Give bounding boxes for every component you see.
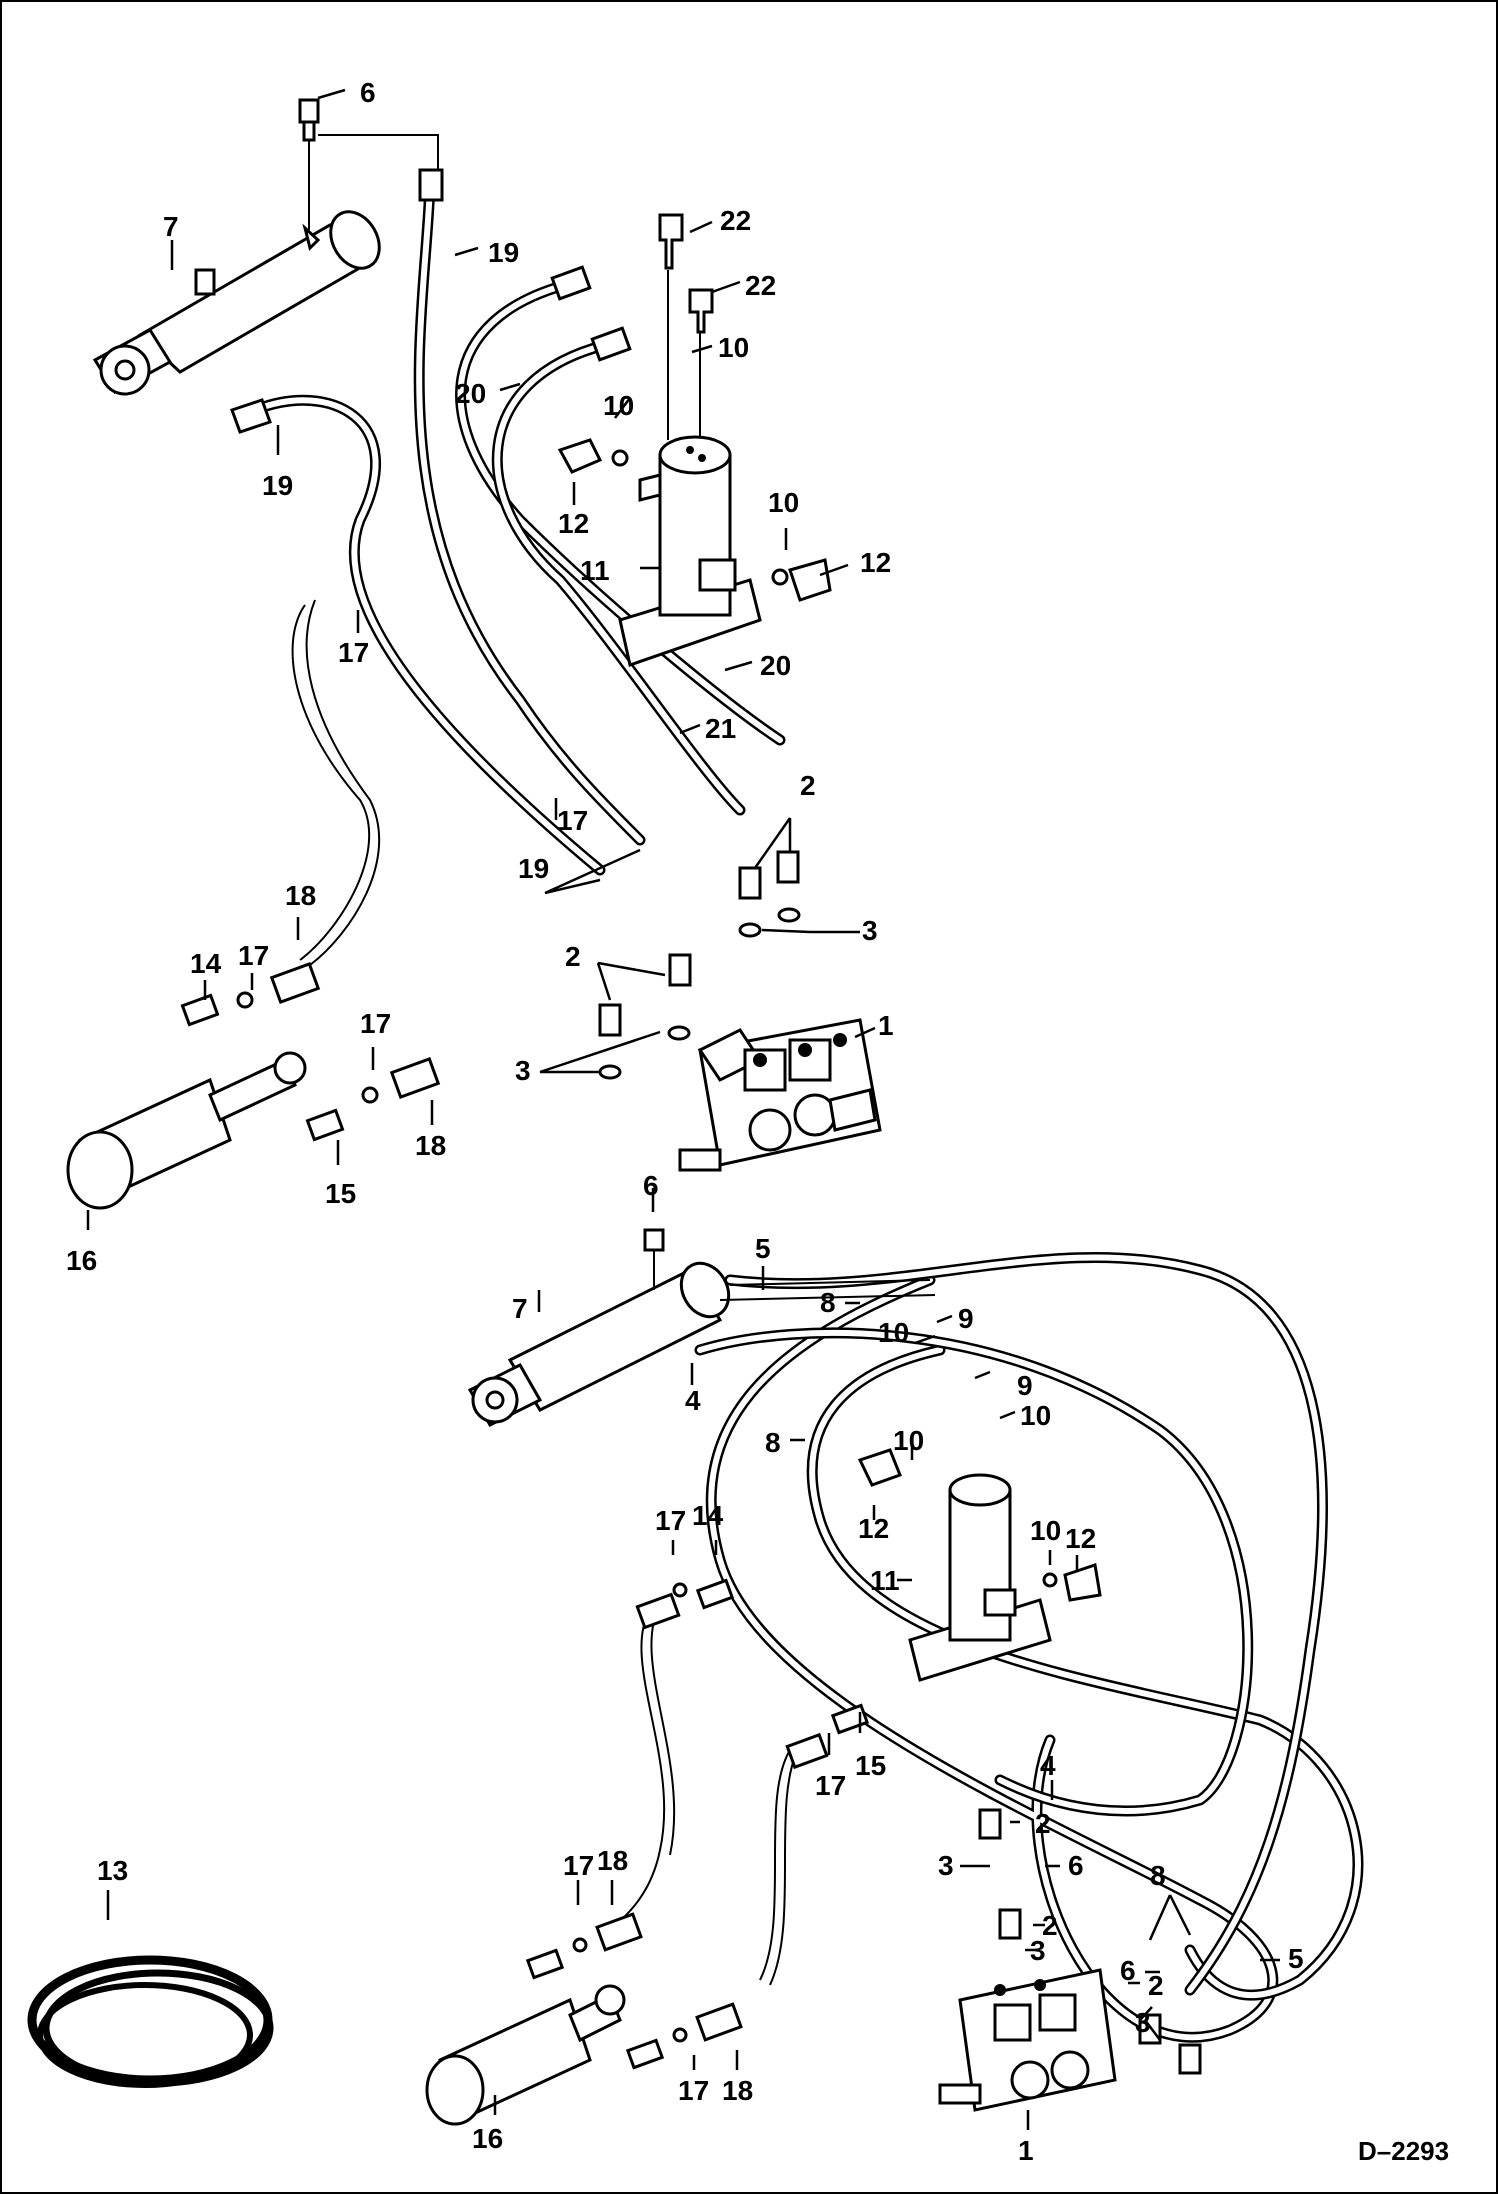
hose-19-short (230, 394, 606, 876)
callout-14: 14 (190, 948, 222, 979)
callout-4: 4 (685, 1385, 701, 1416)
callout-10: 10 (893, 1425, 924, 1456)
callout-3: 3 (1135, 2007, 1151, 2038)
fittings-2-lower (978, 1808, 1202, 2075)
callout-3: 3 (515, 1055, 531, 1086)
callout-20: 20 (760, 650, 791, 681)
fittings-lower-left-lower (525, 1578, 870, 2070)
cylinder-16-upper (66, 1051, 307, 1210)
callout-2: 2 (1148, 1970, 1164, 2001)
fittings-lower-left-upper (180, 962, 441, 1142)
callout-16: 16 (66, 1245, 97, 1276)
callout-5: 5 (1288, 1943, 1304, 1974)
callout-labels: 6 7 19 19 22 22 10 20 10 12 10 12 11 17 … (66, 77, 1304, 2166)
drawing-code: D–2293 (1358, 2136, 1449, 2166)
callout-14: 14 (692, 1500, 724, 1531)
control-valve-1-upper (678, 1018, 882, 1172)
fitting-6-lower (643, 1228, 665, 1290)
hose-19-long (413, 168, 646, 846)
callout-5: 5 (755, 1233, 771, 1264)
callout-9: 9 (958, 1303, 974, 1334)
callout-11: 11 (870, 1565, 900, 1596)
callout-3: 3 (862, 915, 878, 946)
hose-8-loops (705, 1274, 1364, 2043)
callout-17: 17 (338, 637, 369, 668)
callout-20: 20 (455, 378, 486, 409)
callout-10: 10 (768, 487, 799, 518)
callout-19: 19 (262, 470, 293, 501)
callout-12: 12 (558, 508, 589, 539)
callout-12: 12 (860, 547, 891, 578)
callout-17: 17 (655, 1505, 686, 1536)
elbows-12-lower (857, 1448, 1102, 1602)
callout-6: 6 (1120, 1955, 1136, 1986)
callout-6: 6 (643, 1170, 659, 1201)
callout-2: 2 (1035, 1808, 1051, 1839)
callout-3: 3 (938, 1850, 954, 1881)
callout-22: 22 (720, 205, 751, 236)
callout-7: 7 (163, 211, 179, 242)
callout-2: 2 (565, 941, 581, 972)
cylinder-16-lower (425, 1984, 626, 2126)
hose-20 (455, 265, 786, 816)
callout-21: 21 (705, 713, 736, 744)
callout-6: 6 (1068, 1850, 1084, 1881)
fittings-2-upper (598, 850, 801, 1080)
callout-18: 18 (722, 2075, 753, 2106)
callout-17: 17 (563, 1850, 594, 1881)
hose-5 (724, 1251, 1328, 1996)
callout-10: 10 (1020, 1400, 1051, 1431)
callout-8: 8 (765, 1427, 781, 1458)
fittings-22 (658, 213, 714, 440)
callout-15: 15 (325, 1178, 356, 1209)
callout-1: 1 (878, 1010, 894, 1041)
cylinder-7-upper (92, 210, 381, 396)
callout-13: 13 (97, 1855, 128, 1886)
callout-22: 22 (745, 270, 776, 301)
callout-8: 8 (1150, 1860, 1166, 1891)
leader-lines (86, 88, 1280, 2130)
callout-12: 12 (1065, 1523, 1096, 1554)
control-valve-1-lower (938, 1968, 1117, 2112)
callout-3: 3 (1030, 1935, 1046, 1966)
callout-17: 17 (815, 1770, 846, 1801)
callout-18: 18 (415, 1130, 446, 1161)
callout-18: 18 (597, 1845, 628, 1876)
callout-18: 18 (285, 880, 316, 911)
callout-10: 10 (1030, 1515, 1061, 1546)
callout-10: 10 (878, 1317, 909, 1348)
callout-1: 1 (1018, 2135, 1034, 2166)
callout-10: 10 (603, 390, 634, 421)
cylinder-7-lower (467, 1261, 731, 1427)
callout-17: 17 (238, 940, 269, 971)
swivel-11-upper (618, 435, 762, 667)
swivel-11-lower (908, 1473, 1052, 1682)
callout-19: 19 (518, 853, 549, 884)
callout-16: 16 (472, 2123, 503, 2154)
callout-17: 17 (678, 2075, 709, 2106)
callout-10: 10 (718, 332, 749, 363)
callout-17: 17 (557, 805, 588, 836)
callout-2: 2 (1042, 1910, 1058, 1941)
callout-17: 17 (360, 1008, 391, 1039)
callout-12: 12 (858, 1513, 889, 1544)
callout-9: 9 (1017, 1370, 1033, 1401)
callout-8: 8 (820, 1287, 836, 1318)
callout-11: 11 (580, 555, 610, 586)
callout-19: 19 (488, 237, 519, 268)
elbows-12-upper (557, 438, 832, 602)
hose-4 (694, 1327, 1254, 1817)
fitting-6-upper (298, 98, 439, 230)
callout-2: 2 (800, 770, 816, 801)
callout-4: 4 (1040, 1750, 1056, 1781)
callout-15: 15 (855, 1750, 886, 1781)
callout-6: 6 (360, 77, 376, 108)
coil-13 (27, 1955, 274, 2088)
callout-7: 7 (512, 1293, 528, 1324)
